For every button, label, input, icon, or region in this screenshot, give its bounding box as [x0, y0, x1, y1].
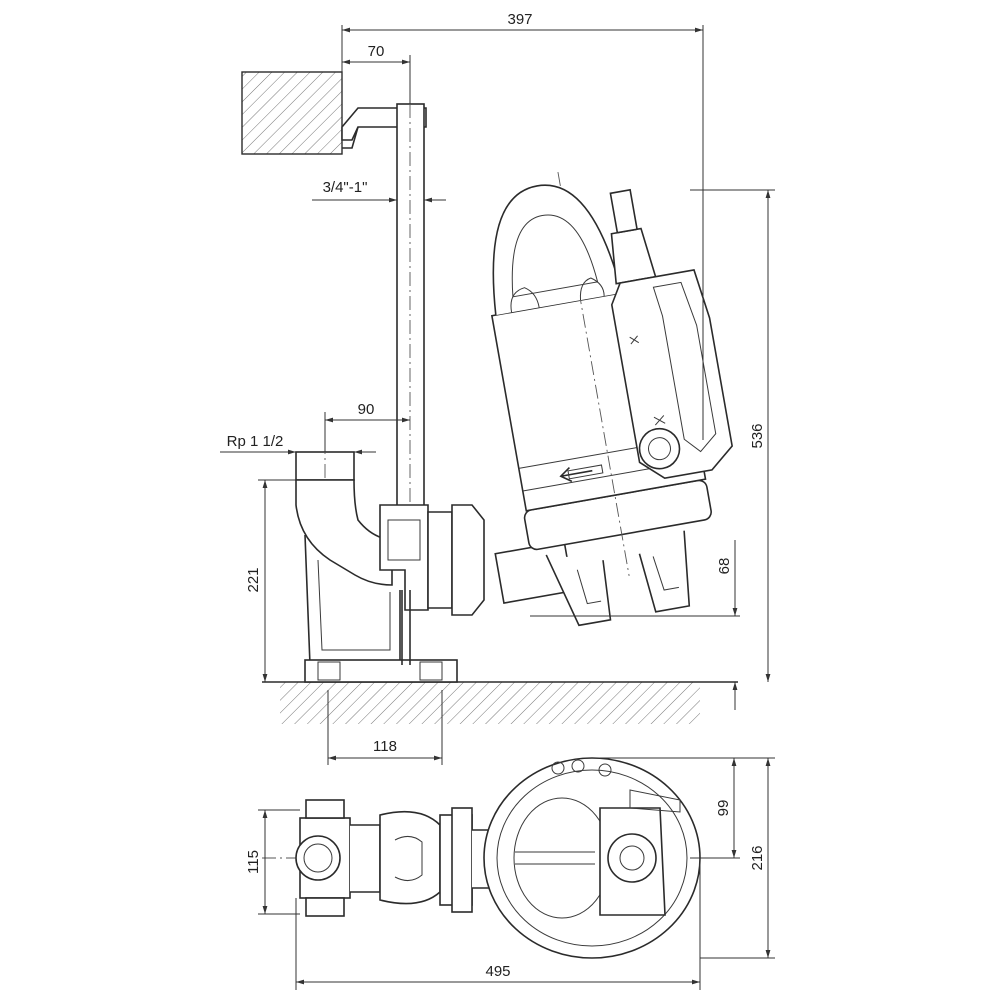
- pump-body: [490, 172, 734, 627]
- dim-536-label: 536: [749, 423, 766, 448]
- floor-section: [262, 681, 738, 724]
- dim-216-label: 216: [749, 845, 766, 870]
- dim-outlet-thread-label: Rp 1 1/2: [227, 433, 284, 450]
- top-view: [262, 757, 701, 959]
- dim-397-label: 397: [507, 11, 532, 28]
- side-view-dimensions: [220, 25, 775, 765]
- dim-221-label: 221: [245, 567, 262, 592]
- dim-70-label: 70: [368, 43, 385, 60]
- dim-99-label: 99: [715, 800, 732, 817]
- dim-guide-pipe-label: 3/4"-1": [323, 179, 368, 196]
- dim-495-label: 495: [485, 963, 510, 980]
- guide-pipe: [341, 103, 427, 515]
- dim-90-label: 90: [358, 401, 375, 418]
- dim-118-label: 118: [373, 738, 397, 755]
- top-view-dimensions: [258, 757, 775, 990]
- discharge-base: [295, 440, 485, 683]
- dim-115-label: 115: [245, 850, 262, 874]
- dim-68-label: 68: [716, 558, 733, 575]
- wall-section: [241, 71, 343, 155]
